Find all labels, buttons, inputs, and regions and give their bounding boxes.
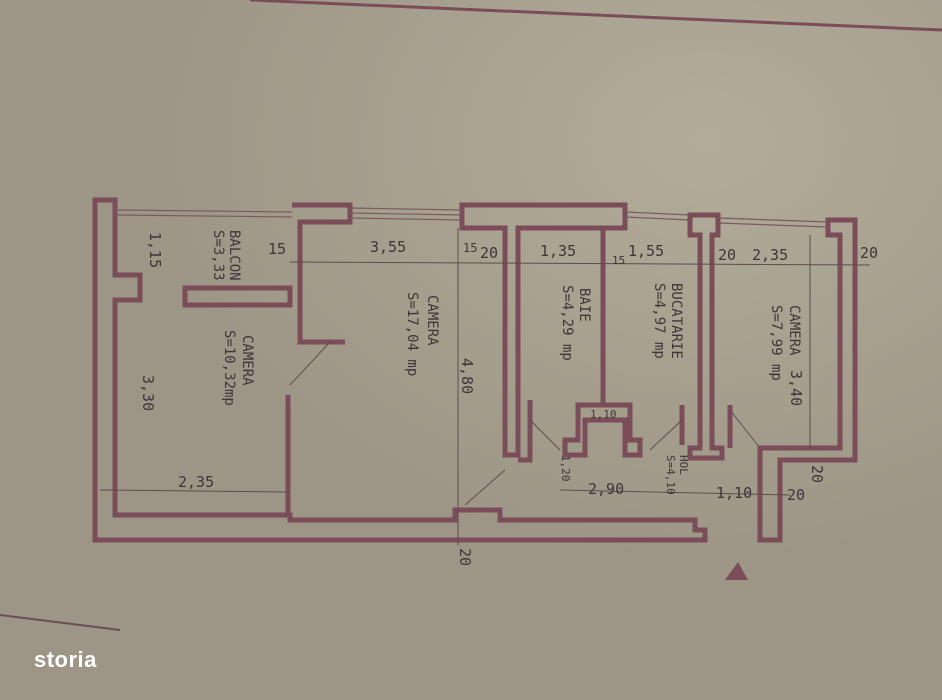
dim-hall-width: 2,90: [588, 480, 624, 498]
dim-wall-20f: 20: [456, 548, 474, 566]
walls: [92, 197, 858, 543]
svg-text:BALCON: BALCON: [226, 230, 242, 281]
svg-text:BAIE: BAIE: [576, 288, 592, 322]
svg-text:BUCATARIE: BUCATARIE: [668, 283, 684, 359]
north-arrow-icon: [725, 562, 748, 580]
dim-duct: 1,10: [590, 408, 617, 421]
dim-room3-width: 2,35: [752, 246, 788, 264]
dim-kitchen-width: 1,55: [628, 242, 664, 260]
dim-balcony-depth: 1,15: [146, 232, 164, 268]
room-label-camera-large: CAMERA S=17,04 mp: [404, 292, 440, 376]
room-label-baie: BAIE S=4,29 mp: [559, 285, 592, 361]
svg-text:S=4,10: S=4,10: [664, 455, 677, 495]
top-border-line: [249, 0, 942, 32]
room-label-bucatarie: BUCATARIE S=4,97 mp: [651, 283, 684, 359]
svg-text:HOL: HOL: [677, 455, 690, 475]
svg-text:S=10,32mp: S=10,32mp: [221, 330, 237, 406]
dimension-lines: [99, 228, 871, 545]
room-label-balcon: BALCON S=3,33: [210, 230, 242, 281]
svg-text:CAMERA: CAMERA: [239, 335, 255, 386]
dim-wall-15c: 15: [612, 254, 625, 267]
svg-text:CAMERA: CAMERA: [786, 305, 802, 356]
dim-wall-20d: 20: [808, 465, 826, 483]
svg-text:S=3,33: S=3,33: [210, 230, 226, 281]
storia-logo: storia: [34, 647, 97, 672]
room-label-camera-right: CAMERA S=7,99 mp: [768, 305, 802, 381]
dim-wall-20a: 20: [480, 244, 498, 262]
window-lines: [114, 207, 829, 228]
dim-baie-width: 1,35: [540, 242, 576, 260]
dim-wall-20b: 20: [718, 246, 736, 264]
dim-wall-15b: 15: [463, 241, 477, 255]
dim-hall-right: 1,10: [716, 484, 752, 502]
dim-room2-width: 3,55: [370, 238, 406, 256]
dim-wall-20c: 20: [860, 244, 878, 262]
dim-wall-15a: 15: [268, 240, 286, 258]
svg-text:S=4,97 mp: S=4,97 mp: [651, 283, 667, 359]
dim-left-height: 3,30: [139, 375, 157, 411]
dim-left-width: 2,35: [178, 473, 214, 491]
room-label-hol: HOL S=4,10: [664, 455, 690, 495]
dim-room3-height: 3,40: [787, 370, 805, 406]
svg-text:S=4,29 mp: S=4,29 mp: [559, 285, 575, 361]
svg-text:CAMERA: CAMERA: [424, 295, 440, 346]
svg-text:S=7,99 mp: S=7,99 mp: [768, 305, 784, 381]
svg-text:S=17,04 mp: S=17,04 mp: [404, 292, 420, 376]
room-label-camera-small: CAMERA S=10,32mp: [221, 330, 255, 406]
dim-hall-door: 1,20: [559, 455, 572, 482]
fold-line: [0, 614, 121, 631]
dim-wall-20e: 20: [787, 486, 805, 504]
dim-height-480: 4,80: [458, 358, 476, 394]
